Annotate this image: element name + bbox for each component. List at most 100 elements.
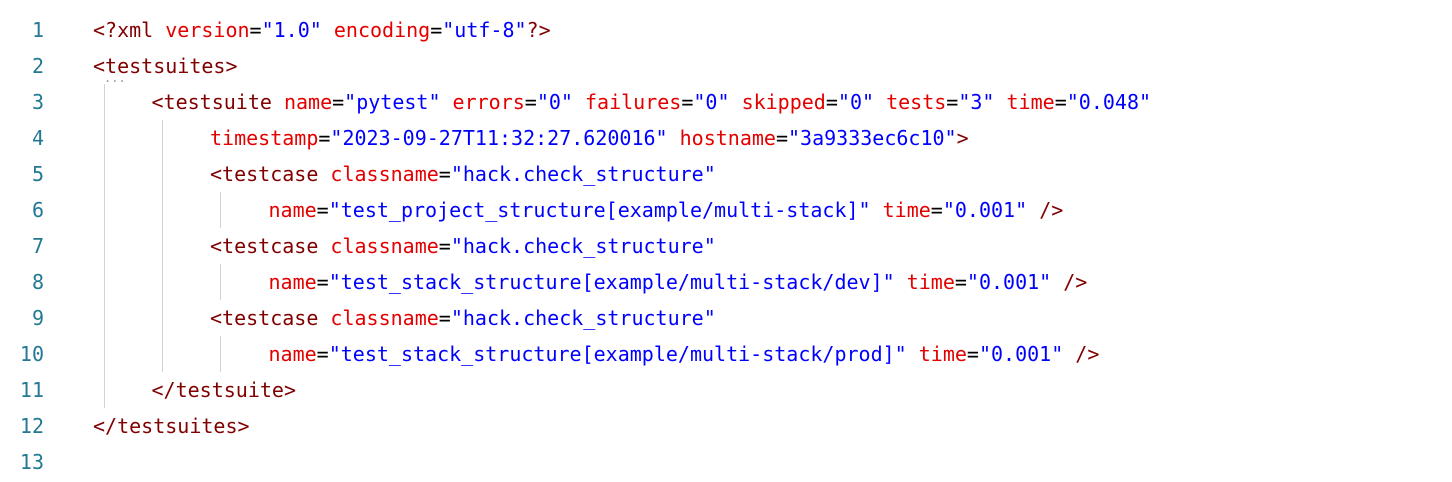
xml-value-token: "1.0"	[261, 18, 322, 42]
xml-attribute-token: version	[165, 18, 250, 42]
indent-guide	[104, 120, 105, 156]
xml-attribute-token: time	[906, 270, 955, 294]
punctuation-token	[1051, 270, 1063, 294]
xml-value-token: "0"	[693, 90, 730, 114]
xml-tag-token: >	[956, 126, 969, 150]
punctuation-token: =	[524, 90, 537, 114]
indent-guide	[104, 192, 105, 228]
punctuation-token	[1063, 342, 1075, 366]
xml-value-token: "test_stack_structure[example/multi-stac…	[328, 270, 895, 294]
code-line[interactable]: 1<?xml version="1.0" encoding="utf-8"?>	[0, 12, 1452, 48]
code-text: <testcase classname="hack.check_structur…	[210, 300, 716, 336]
xml-tag-token: />	[1063, 270, 1088, 294]
code-text: name="test_project_structure[example/mul…	[269, 192, 1064, 228]
code-line[interactable]: 9 <testcase classname="hack.check_structu…	[0, 300, 1452, 336]
xml-attribute-token: skipped	[741, 90, 826, 114]
xml-attribute-token: hostname	[679, 126, 776, 150]
code-line[interactable]: 11 </testsuite>	[0, 372, 1452, 408]
indent-guide	[220, 192, 221, 228]
xml-attribute-token: name	[268, 342, 317, 366]
code-text: <?xml version="1.0" encoding="utf-8"?>	[93, 12, 551, 48]
indent-guide	[162, 192, 163, 228]
code-line[interactable]: 7 <testcase classname="hack.check_structu…	[0, 228, 1452, 264]
xml-attribute-token: name	[268, 270, 317, 294]
indent-guide	[162, 264, 163, 300]
punctuation-token	[1027, 198, 1039, 222]
xml-value-token: "2023-09-27T11:32:27.620016"	[330, 126, 668, 150]
xml-tag-token: </testsuite>	[151, 378, 297, 402]
xml-value-token: "utf-8"	[442, 18, 527, 42]
line-number: 8	[31, 270, 44, 294]
line-number: 11	[19, 378, 44, 402]
xml-tag-token: ?>	[526, 18, 551, 42]
punctuation-token	[871, 198, 883, 222]
punctuation-token: =	[438, 162, 451, 186]
punctuation-token: =	[1054, 90, 1067, 114]
code-editor[interactable]: 1<?xml version="1.0" encoding="utf-8"?>2…	[0, 12, 1452, 480]
xml-attribute-token: errors	[452, 90, 525, 114]
indent-guide	[162, 300, 163, 336]
code-line[interactable]: 5<testcase classname="hack.check_structu…	[0, 156, 1452, 192]
xml-tag-token: <testsuite	[151, 90, 284, 114]
xml-tag-token: />	[1039, 198, 1064, 222]
xml-attribute-token: timestamp	[210, 126, 319, 150]
punctuation-token: =	[966, 342, 979, 366]
indent-guide	[104, 336, 105, 372]
punctuation-token	[994, 90, 1006, 114]
line-number: 1	[31, 18, 44, 42]
punctuation-token: =	[318, 126, 331, 150]
punctuation-token: =	[930, 198, 943, 222]
xml-attribute-token: time	[1006, 90, 1055, 114]
code-text: </testsuites>	[93, 408, 250, 444]
code-line[interactable]: 13	[0, 444, 1452, 480]
xml-attribute-token: classname	[330, 306, 439, 330]
line-number: 10	[19, 342, 44, 366]
indent-guide	[104, 228, 105, 264]
punctuation-token	[441, 90, 453, 114]
xml-value-token: "test_stack_structure[example/multi-stac…	[328, 342, 907, 366]
cut-off-header	[0, 0, 1452, 8]
xml-tag-token: <testcase	[210, 306, 331, 330]
punctuation-token: =	[825, 90, 838, 114]
xml-attribute-token: time	[882, 198, 931, 222]
line-number: 2	[31, 54, 44, 78]
xml-attribute-token: name	[283, 90, 333, 114]
xml-tag-token: />	[1075, 342, 1100, 366]
code-line[interactable]: 12</testsuites>	[0, 408, 1452, 444]
xml-value-token: "hack.check_structure"	[450, 162, 716, 186]
xml-value-token: "hack.check_structure"	[450, 306, 716, 330]
punctuation-token	[322, 18, 334, 42]
indent-guide	[104, 156, 105, 192]
line-number: 7	[31, 234, 44, 258]
xml-tag-token: <testcase	[210, 162, 331, 186]
code-line[interactable]: 10 name = "test_stack_structure[example/mul…	[0, 336, 1452, 372]
code-text: <testcase classname="hack.check_structur…	[210, 228, 716, 264]
xml-value-token: "0.001"	[978, 342, 1064, 366]
indent-guide	[104, 84, 105, 120]
line-number: 9	[31, 306, 44, 330]
xml-value-token: "0.048"	[1066, 90, 1152, 114]
line-number: 5	[31, 162, 44, 186]
xml-attribute-token: failures	[585, 90, 682, 114]
xml-value-token: "0"	[837, 90, 875, 114]
punctuation-token	[895, 270, 907, 294]
indent-guide	[104, 300, 105, 336]
punctuation-token: =	[775, 126, 788, 150]
code-line[interactable]: 2 <testsuites>...	[0, 48, 1452, 84]
xml-tag-token: </testsuites>	[93, 414, 250, 438]
xml-attribute-token: name	[268, 198, 317, 222]
code-line[interactable]: 3<testsuite name="pytest" errors="0" fai…	[0, 84, 1452, 120]
punctuation-token	[573, 90, 585, 114]
indent-guide	[220, 264, 221, 300]
code-text: <testsuites>	[93, 48, 238, 84]
indent-guide	[104, 372, 105, 408]
punctuation-token: =	[430, 18, 443, 42]
xml-tag-token: <?xml	[93, 18, 166, 42]
fold-ellipsis-icon[interactable]: ...	[104, 71, 126, 85]
indent-guide	[220, 336, 221, 372]
line-number: 3	[31, 90, 44, 114]
xml-attribute-token: encoding	[333, 18, 431, 42]
